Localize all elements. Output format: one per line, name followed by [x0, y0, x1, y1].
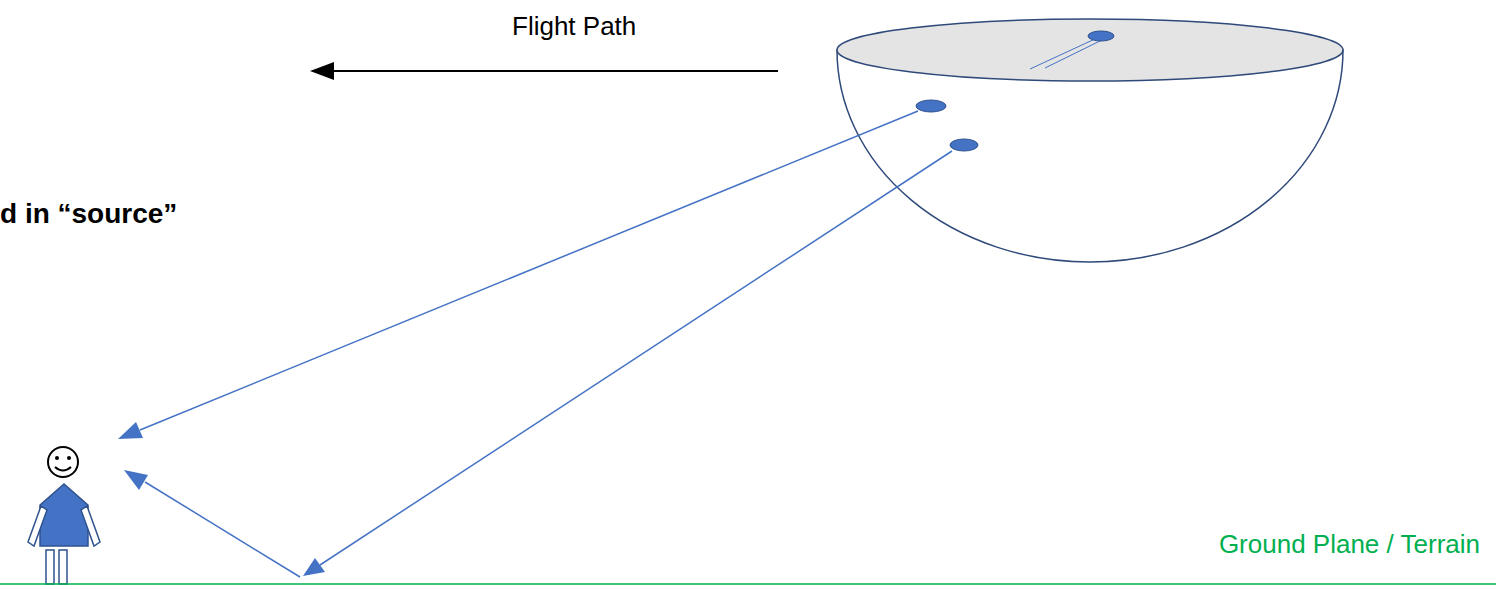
receiver-person: [28, 447, 100, 584]
flight-path-line: [330, 70, 778, 72]
ray-arrowhead: [303, 558, 325, 576]
flight-path-arrowhead: [310, 62, 334, 80]
ground-line: [0, 583, 1496, 585]
direct-ray: [140, 111, 918, 430]
flight-path-label: Flight Path: [512, 12, 636, 42]
ray-arrowhead: [118, 422, 143, 439]
radius-line: [1045, 39, 1104, 68]
ground-label: Ground Plane / Terrain: [1219, 530, 1480, 560]
source-note: d in “source”: [0, 198, 177, 230]
source-point: [950, 139, 978, 151]
ground-ray: [320, 151, 952, 565]
source-point: [916, 100, 946, 112]
ray-arrowhead: [124, 470, 148, 490]
reflected-ray: [145, 482, 300, 577]
radius-line: [1030, 38, 1097, 69]
hemisphere-top: [837, 19, 1343, 81]
hemisphere-bowl: [837, 50, 1343, 262]
source-point: [1088, 31, 1114, 41]
